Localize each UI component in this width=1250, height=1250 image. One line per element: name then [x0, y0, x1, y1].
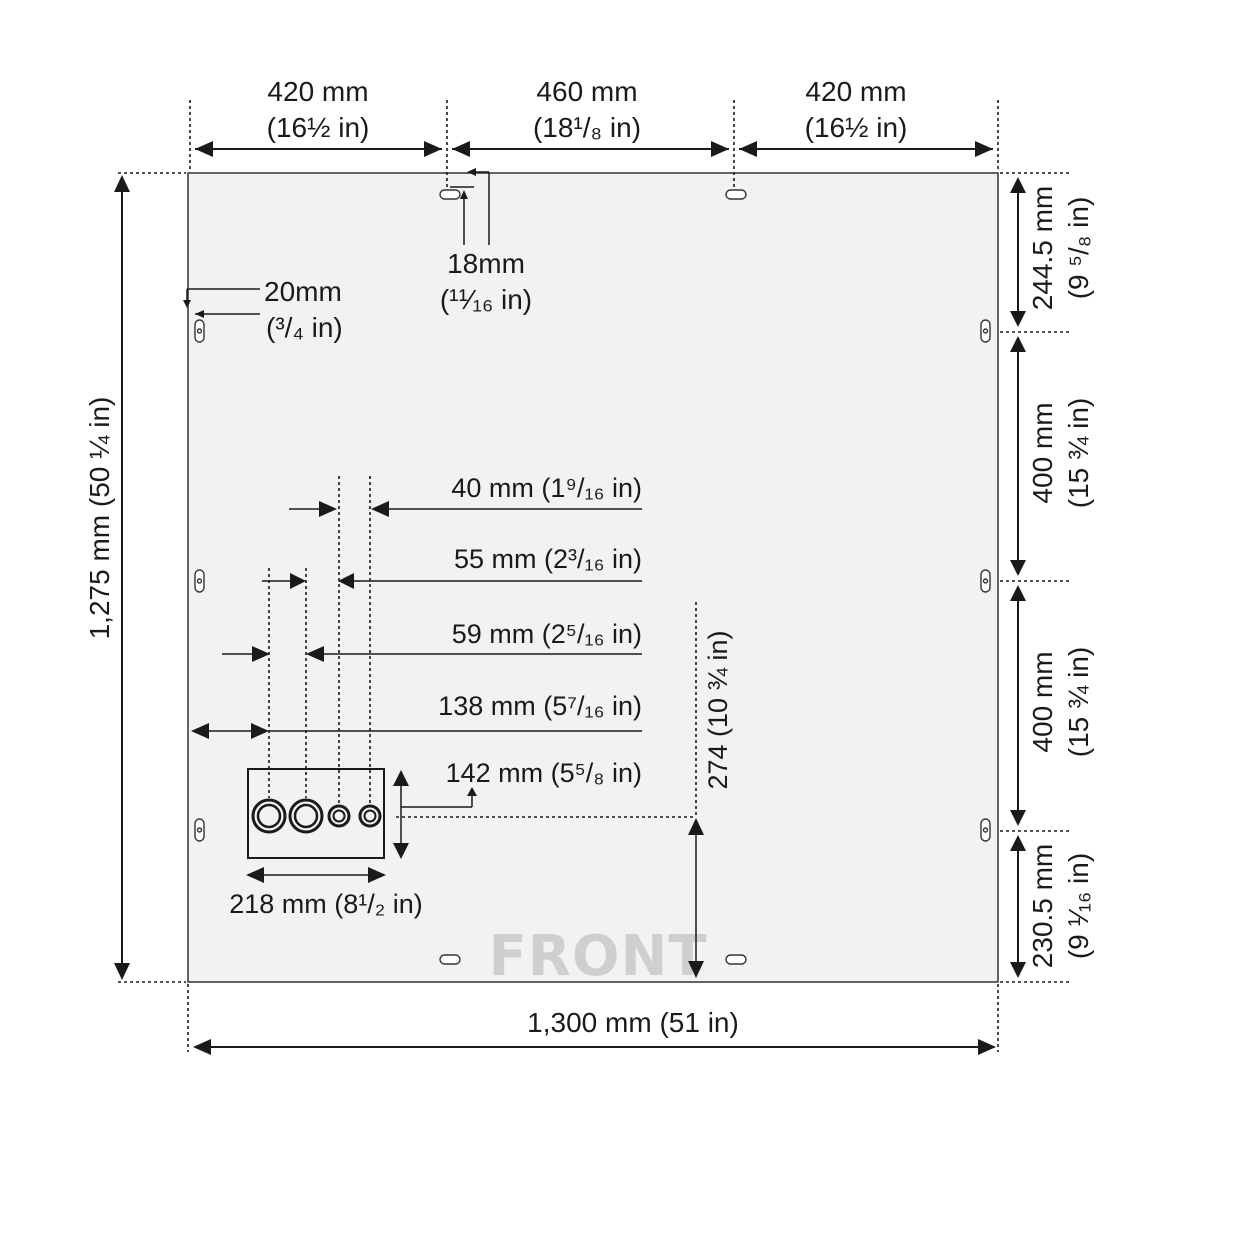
right-dim-a-in: (9 ⁵/₈ in): [1063, 197, 1094, 300]
mounting-holes-left: [194, 319, 205, 842]
mounting-slot-bottom-left: [439, 954, 461, 965]
dim-55-label: 55 mm (2³/₁₆ in): [454, 544, 642, 574]
slot-offset-mm: 18mm: [447, 248, 525, 279]
pipe-connection-small-2: [358, 804, 382, 828]
dim-218-lines: [246, 867, 386, 883]
edge-offset-in: (³/₄ in): [266, 312, 343, 343]
top-dimension-lines: [189, 100, 999, 190]
pipe-connection-large-1: [251, 798, 287, 834]
overall-height-dimension: [114, 172, 186, 983]
dim-40-lines: [289, 501, 642, 517]
top-dim-right-mm: 420 mm: [805, 76, 906, 107]
right-dimension-lines: [1000, 172, 1070, 983]
connection-centre-lines: [268, 476, 371, 804]
right-dim-b-mm: 400 mm: [1027, 402, 1058, 503]
pipe-connection-small-1: [327, 804, 351, 828]
top-dim-right-in: (16½ in): [805, 112, 908, 143]
dim-59-label: 59 mm (2⁵/₁₆ in): [452, 619, 642, 649]
dim-274-label: 274 (10 ¾ in): [703, 630, 733, 789]
connection-box: [247, 768, 385, 859]
right-dim-a-mm: 244.5 mm: [1027, 186, 1058, 311]
mounting-slot-bottom-right: [725, 954, 747, 965]
right-dim-c-mm: 400 mm: [1027, 651, 1058, 752]
top-dim-center-in: (18¹/₈ in): [533, 112, 641, 143]
overall-width-dimension: [187, 984, 999, 1055]
slot-offset-leader: [450, 168, 490, 245]
pipe-connection-large-2: [288, 798, 324, 834]
top-dim-center-mm: 460 mm: [536, 76, 637, 107]
overall-width-label: 1,300 mm (51 in): [527, 1007, 739, 1038]
dim-55-lines: [262, 573, 642, 589]
top-dim-left-in: (16½ in): [267, 112, 370, 143]
dim-59-lines: [222, 646, 642, 662]
mounting-slot-top-left: [439, 189, 461, 200]
dim-40-label: 40 mm (1⁹/₁₆ in): [451, 473, 642, 503]
dim-138-lines: [191, 723, 642, 739]
right-dim-d-in: (9 ¹⁄₁₆ in): [1063, 853, 1094, 959]
dim-142-label: 142 mm (5⁵/₈ in): [446, 758, 642, 788]
panel-outline: [187, 172, 999, 983]
slot-offset-in: (¹¹⁄₁₆ in): [440, 284, 532, 315]
right-dim-b-in: (15 ¾ in): [1063, 398, 1094, 509]
overall-height-label: 1,275 mm (50 ¼ in): [84, 397, 115, 640]
edge-offset-leader: [183, 288, 260, 318]
dim-142-lines: [393, 770, 477, 859]
mounting-holes-right: [980, 319, 991, 842]
right-dim-d-mm: 230.5 mm: [1027, 844, 1058, 969]
dim-274-lines: [396, 602, 704, 978]
dim-218-label: 218 mm (8¹/₂ in): [229, 889, 423, 919]
top-dim-left-mm: 420 mm: [267, 76, 368, 107]
dim-138-label: 138 mm (5⁷/₁₆ in): [438, 691, 642, 721]
front-label: FRONT: [488, 924, 707, 989]
right-dim-c-in: (15 ¾ in): [1063, 647, 1094, 758]
edge-offset-mm: 20mm: [264, 276, 342, 307]
mounting-slot-top-right: [725, 189, 747, 200]
